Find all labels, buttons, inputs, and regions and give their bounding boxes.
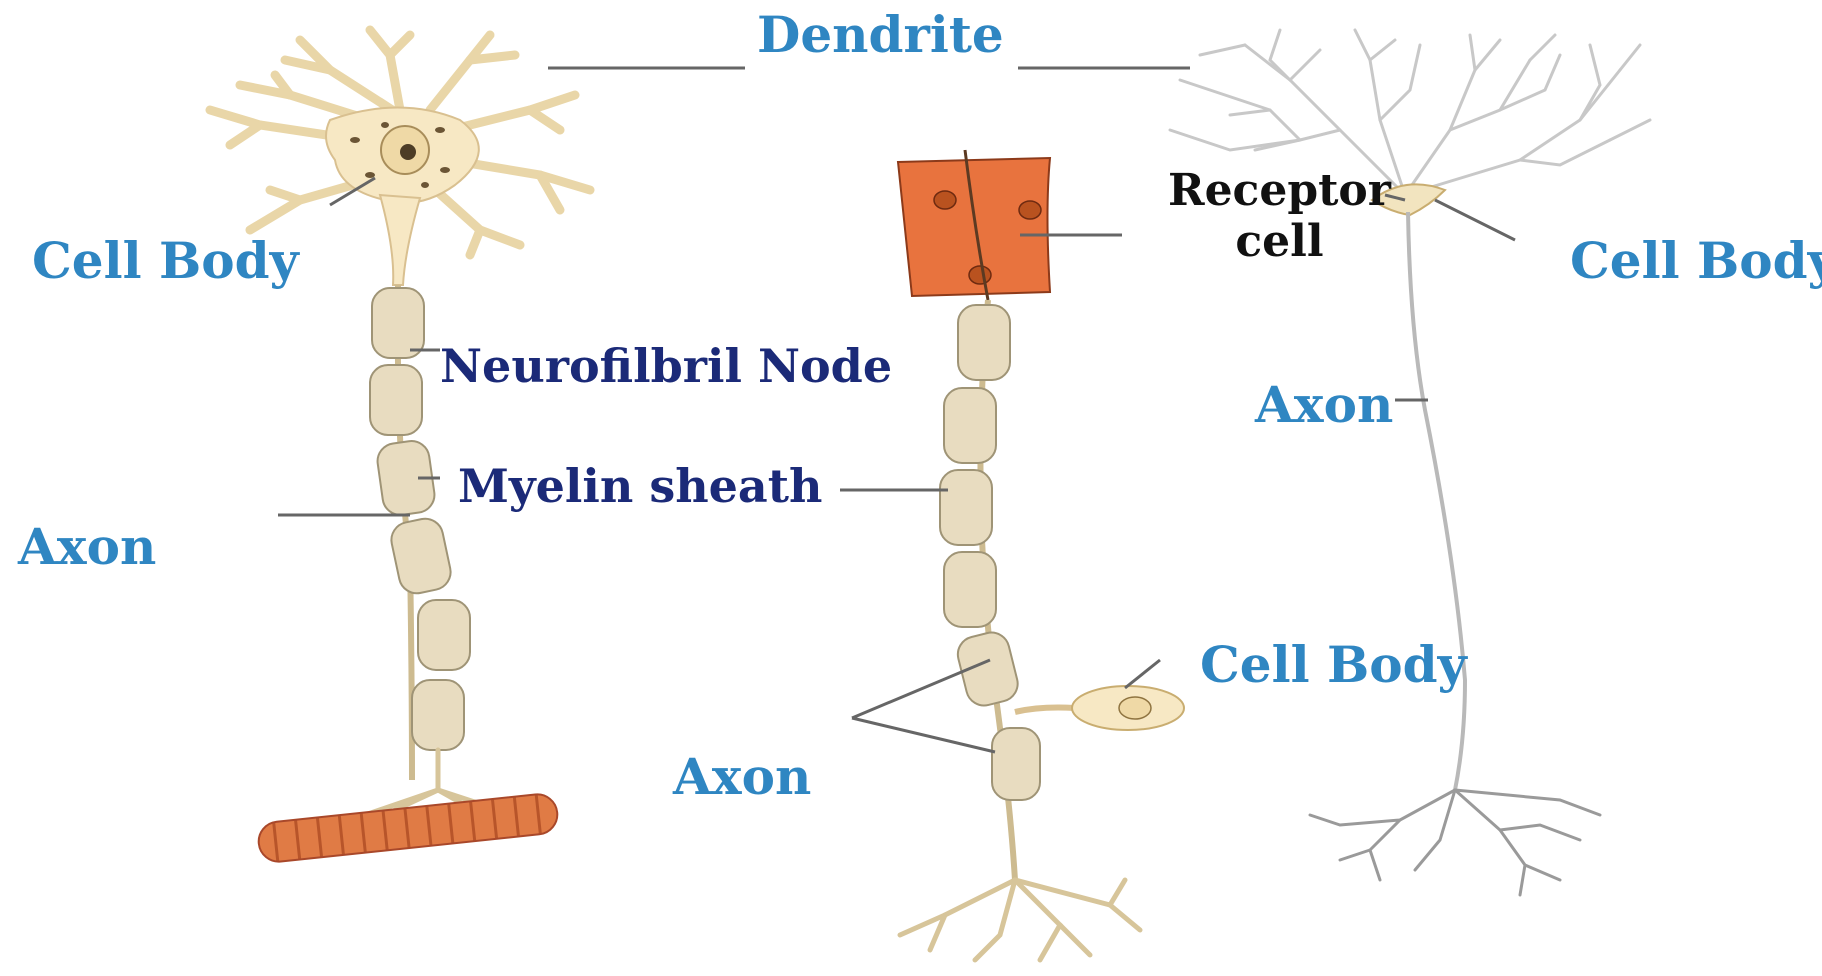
sensory-axon-terminals: [900, 880, 1140, 960]
motor-axon-hillock: [380, 195, 420, 285]
dendrite-label: Dendrite: [757, 10, 1004, 60]
receptor-cell-label-line1: Receptor: [1168, 166, 1391, 217]
motor-neuron: [210, 30, 745, 864]
sensory-neuron: [840, 150, 1184, 960]
axon-label-middle: Axon: [673, 752, 811, 802]
pyramidal-axon: [1408, 212, 1465, 790]
motor-nucleolus: [400, 144, 416, 160]
pyramidal-axon-terminals: [1310, 790, 1600, 895]
receptor-cell-label: Receptor cell: [1168, 166, 1391, 267]
cell-body-label-right: Cell Body: [1570, 236, 1822, 286]
axon-label-right: Axon: [1255, 380, 1393, 430]
sensory-myelin-sheath: [940, 305, 1040, 800]
myelin-sheath-label: Myelin sheath: [458, 463, 822, 509]
cell-body-label-left: Cell Body: [32, 236, 299, 286]
sensory-nucleus: [1119, 697, 1151, 719]
pyramidal-neuron: [1018, 30, 1650, 895]
axon-label-left: Axon: [18, 522, 156, 572]
cell-body-label-middle: Cell Body: [1200, 640, 1467, 690]
receptor-cell-label-line2: cell: [1168, 217, 1391, 268]
sensory-cell-body-stalk: [1015, 708, 1075, 713]
neurofilbril-node-label: Neurofilbril Node: [440, 343, 892, 389]
